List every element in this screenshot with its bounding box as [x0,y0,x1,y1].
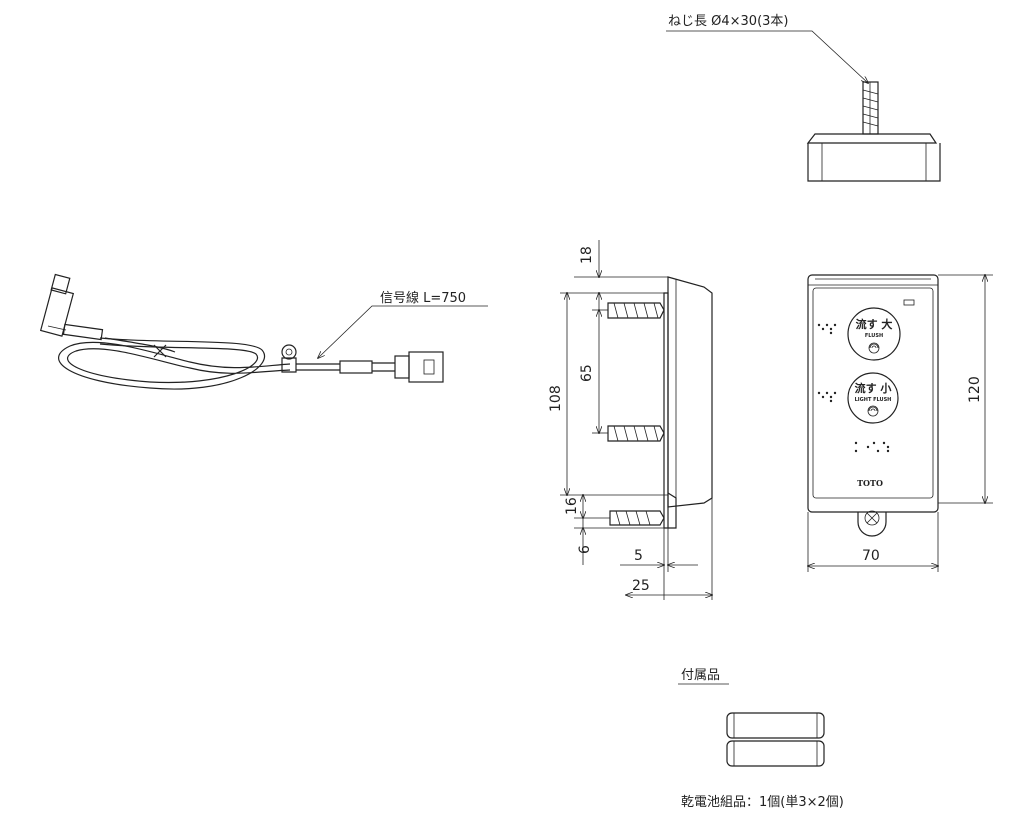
side-screw-2 [607,425,665,442]
mounting-tab [857,512,887,537]
dim-18: 18 [579,246,595,264]
flush-small-label: 流す 小 [855,381,892,395]
screw-head-icon [864,510,880,526]
signal-cable: 信号線 L=750 [39,273,488,390]
swirl-icon [867,405,879,417]
side-view: 18 65 108 16 6 5 25 [548,240,712,600]
dim-5: 5 [634,548,643,564]
signal-wire-leader [318,305,488,358]
battery-icon [726,712,825,767]
battery-indicator-icon [903,299,915,306]
plug-icon [39,273,104,341]
toto-logo: TOTO [857,478,883,488]
screw-icon [862,81,879,135]
dim-70: 70 [862,548,880,564]
screw-leader-line [666,30,868,83]
front-view: 流す 大 FLUSH 流す 小 LIGHT FLUSH [808,275,993,572]
side-screw-1 [607,302,665,319]
flush-large-en: FLUSH [865,333,883,339]
flush-small-button[interactable]: 流す 小 LIGHT FLUSH [847,372,899,424]
top-view: ねじ長 Ø4×30(3本) [666,14,941,182]
dim-108: 108 [548,385,564,412]
screw-label: ねじ長 Ø4×30(3本) [668,14,789,29]
dim-120: 120 [967,376,983,403]
side-screw-3 [609,510,665,526]
flush-large-button[interactable]: 流す 大 FLUSH [847,307,901,361]
accessories: 付属品 乾電池組品：1個(単3×2個) [678,668,844,810]
flush-small-en: LIGHT FLUSH [855,397,892,403]
flush-large-label: 流す 大 [856,317,893,331]
swirl-icon [868,342,880,354]
dim-65: 65 [579,364,595,382]
top-body [807,143,941,182]
front-body [807,274,939,513]
dim-25: 25 [632,578,650,594]
cable-clamp-icon [281,344,297,360]
side-body [667,276,713,508]
dim-6: 6 [577,545,593,554]
battery-label: 乾電池組品：1個(単3×2個) [681,794,844,810]
braille-dots [817,323,890,453]
signal-wire-label: 信号線 L=750 [380,290,466,306]
accessories-label: 付属品 [681,668,720,683]
top-plate [806,133,938,144]
dim-16: 16 [564,497,580,515]
